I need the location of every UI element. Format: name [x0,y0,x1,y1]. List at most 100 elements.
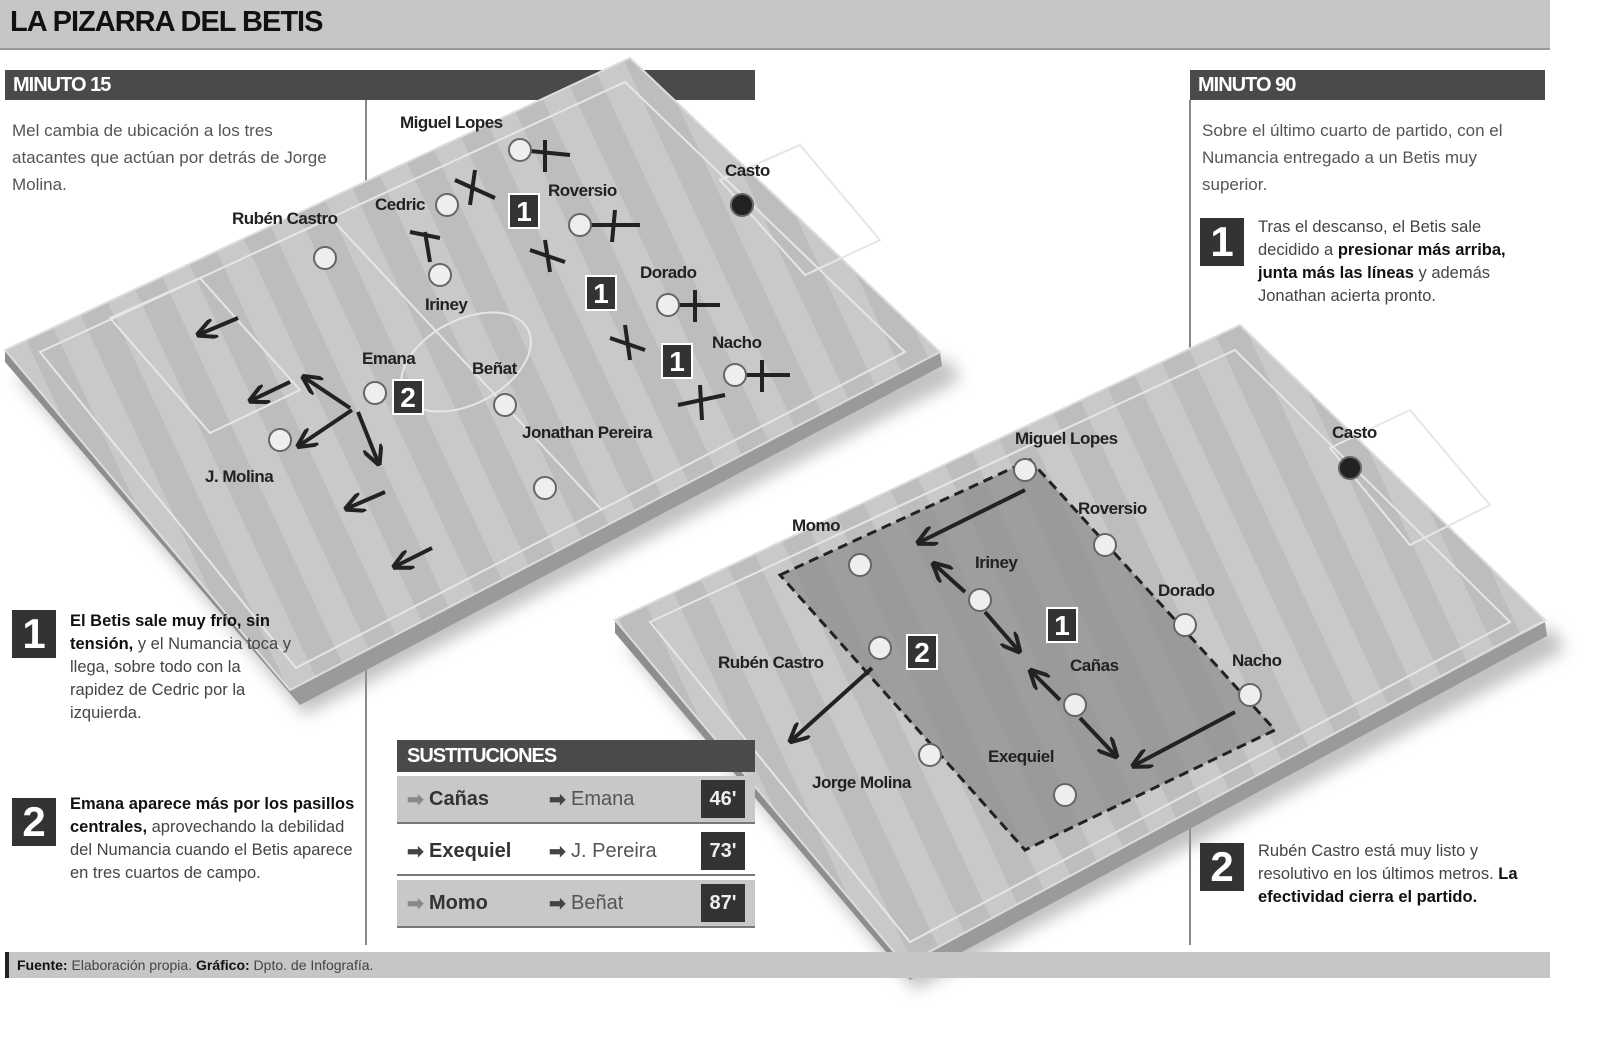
player-marker [656,293,680,317]
player-name: Exequiel [988,747,1054,766]
player-marker [968,588,992,612]
player-in: Momo [429,891,488,914]
player: Rubén Castro [718,636,892,672]
arrow-right-icon: ➡ [549,840,566,863]
note-text: Tras el descanso, el Betis sale decidido… [1258,218,1482,259]
note-bold: Emana aparece más por los pasillos centr… [70,795,355,836]
player: Miguel Lopes [400,113,532,162]
note-text: y el Numancia toca y llega, sobre todo c… [70,635,291,722]
badge-number: 2 [914,637,930,668]
player-name: Roversio [548,181,617,200]
player-marker [868,636,892,660]
minute-15-intro: Mel cambia de ubicación a los tres ataca… [12,121,327,194]
player-marker [508,138,532,162]
player: Jonathan Pereira [522,423,653,500]
player-marker [1063,693,1087,717]
number-badge: 1 [508,193,540,229]
note-1-minute-90: Tras el descanso, el Betis sale decidido… [1258,216,1543,308]
note-badge: 2 [12,798,56,846]
player-name: Dorado [640,263,697,282]
player-marker [848,553,872,577]
player-marker [493,393,517,417]
player-name: Jonathan Pereira [522,423,653,442]
player: Cedric [375,193,459,217]
player-name: Beñat [472,359,518,378]
player: Iriney [425,263,469,314]
player: J. Molina [205,428,292,486]
player-in: Cañas [429,787,490,810]
arrow-right-icon: ➡ [549,892,566,915]
player-name: Momo [792,516,840,535]
note-badge: 2 [1200,843,1244,891]
player-marker [568,213,592,237]
note-2-minute-15: Emana aparece más por los pasillos centr… [70,793,360,885]
number-badge: 1 [661,343,693,379]
player: Jorge Molina [812,743,942,792]
minute-badge: 87' [701,884,745,922]
note-bold: La efectividad cierra el partido. [1258,865,1518,906]
number-badge: 2 [392,379,424,415]
player-name: J. Molina [205,467,274,486]
note-1-minute-15: El Betis sale muy frío, sin tensión, y e… [70,610,295,725]
title-bar: LA PIZARRA DEL BETIS [0,0,1550,50]
player: Cañas [1063,656,1119,717]
arrow-right-icon: ➡ [549,788,566,811]
player: Roversio [548,181,617,237]
player-name: Cedric [375,195,425,214]
player-marker [1013,458,1037,482]
player: Iriney [968,553,1019,612]
player-name: Casto [725,161,770,180]
player-name: Iriney [975,553,1018,572]
player-name: Casto [1332,423,1377,442]
player-marker [428,263,452,287]
note-badge: 1 [1200,218,1244,266]
player-marker [363,381,387,405]
player-out: Emana [571,787,635,810]
substitution-row: ➡Momo ➡Beñat 87' [397,880,755,928]
player: Nacho [712,333,762,387]
number-badge: 2 [906,634,938,670]
note-2-minute-90: Rubén Castro está muy listo y resolutivo… [1258,840,1543,909]
arrow-right-icon: ➡ [407,788,424,811]
player-name: Miguel Lopes [400,113,503,132]
player-marker [1093,533,1117,557]
player: Emana [362,349,417,405]
player-marker [1238,683,1262,707]
player: Dorado [640,263,697,317]
player: Dorado [1158,581,1215,637]
player-in: Exequiel [429,839,512,862]
source-label: Fuente: [17,957,68,973]
player: Momo [792,516,872,577]
player-marker [1173,613,1197,637]
player-name: Nacho [712,333,762,352]
footer-credits: Fuente: Elaboración propia. Gráfico: Dpt… [5,952,1550,978]
player-name: Jorge Molina [812,773,912,792]
player-marker [918,743,942,767]
player: Beñat [472,359,518,417]
player: Casto [1332,423,1377,480]
player-name: Emana [362,349,416,368]
player-name: Rubén Castro [232,209,338,228]
source-text: Elaboración propia. [67,957,196,973]
number-badge: 1 [585,275,617,311]
minute-90-intro: Sobre el último cuarto de partido, con e… [1202,121,1503,194]
player-marker [1338,456,1362,480]
player-marker [268,428,292,452]
player-out: J. Pereira [571,839,657,862]
note-badge: 1 [12,610,56,658]
substitutions-table: SUSTITUCIONES ➡Cañas ➡Emana 46' ➡Exequie… [397,740,755,928]
badge-number: 1 [669,346,685,377]
substitutions-header: SUSTITUCIONES [397,740,755,772]
note-text: aprovechando la debilidad del Numancia c… [70,818,353,882]
number-badge: 1 [1046,607,1078,643]
player-marker [313,246,337,270]
arrow-right-icon: ➡ [407,892,424,915]
minute-badge: 73' [701,832,745,870]
player: Miguel Lopes [1013,429,1118,482]
arrow-right-icon: ➡ [407,840,424,863]
substitution-row: ➡Exequiel ➡J. Pereira 73' [397,828,755,876]
player: Rubén Castro [232,209,338,270]
